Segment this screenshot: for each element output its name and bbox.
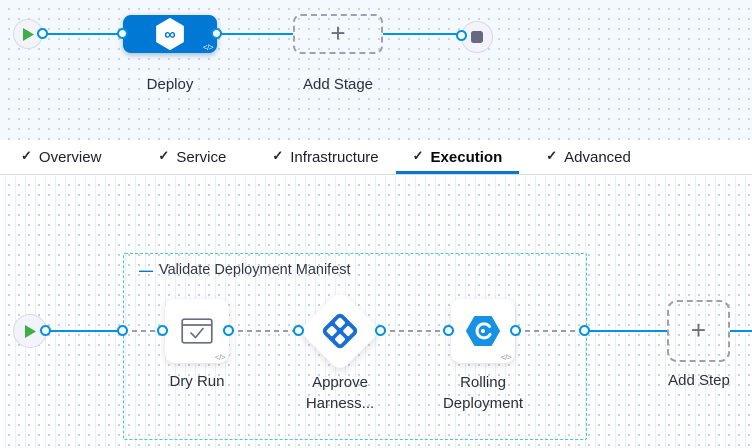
stage-graph-canvas: ∞ </> + Deploy Add Stage [0,0,752,140]
stage-label: Deploy [146,76,194,93]
tab-overview[interactable]: ✓ Overview [4,140,118,174]
stage-node-deploy[interactable]: ∞ </> [123,15,217,53]
step-label-rolling-deployment: Rolling Deployment [442,374,524,412]
port [223,325,234,336]
port [579,325,590,336]
exec-wire-d3 [381,330,449,332]
port [40,325,51,336]
stage-wire-3 [383,33,462,35]
harness-hexagon-infinity-icon: ∞ [156,18,184,50]
code-view-icon[interactable]: </> [214,353,226,362]
step-node-approve[interactable] [298,289,382,373]
code-view-icon[interactable]: </> [500,353,512,362]
tab-execution[interactable]: ✓ Execution [395,140,520,174]
step-group-validate-deployment-manifest [123,253,587,440]
check-icon: ✓ [412,148,424,163]
port [456,30,467,41]
tab-infrastructure[interactable]: ✓ Infrastructure [255,140,395,174]
tab-label: Infrastructure [290,148,379,166]
tab-label: Service [176,148,227,166]
exec-wire-out [730,330,752,332]
exec-wire-d2 [229,330,299,332]
play-icon [22,27,34,41]
exec-wire-d4 [516,330,585,332]
execution-graph-canvas: — Validate Deployment Manifest [0,176,752,448]
step-node-dry-run[interactable]: </> [165,299,229,363]
step-node-rolling-deployment[interactable]: </> [451,299,515,363]
stage-config-tabbar: ✓ Overview ✓ Service ✓ Infrastructure ✓ … [0,140,752,175]
tab-advanced[interactable]: ✓ Advanced [529,140,648,174]
exec-wire-addstep [585,330,667,332]
port [293,325,304,336]
port [117,325,128,336]
approval-diamonds-icon [322,313,358,349]
check-icon: ✓ [546,148,558,163]
step-label-dry-run: Dry Run [169,373,225,390]
tab-label: Overview [38,148,102,166]
check-icon: ✓ [272,148,284,163]
tab-label: Advanced [564,148,631,166]
add-step-button[interactable]: + [667,300,730,362]
play-icon [24,324,36,338]
check-icon: ✓ [21,148,32,163]
port [117,28,128,39]
exec-wire-start [46,330,123,332]
step-group-header: — Validate Deployment Manifest [139,262,351,278]
check-icon: ✓ [158,148,170,163]
port [211,28,222,39]
stage-wire-1 [43,33,123,35]
port [157,325,168,336]
code-view-icon[interactable]: </> [202,43,214,52]
add-stage-label: Add Stage [302,76,374,93]
exec-wire-d1 [123,330,163,332]
svg-text:∞: ∞ [164,26,175,43]
port [375,325,386,336]
port [443,325,454,336]
rolling-deployment-icon [466,316,500,346]
step-group-title: Validate Deployment Manifest [159,262,351,278]
plus-icon: + [690,315,707,345]
stage-wire-2 [217,33,293,35]
add-stage-button[interactable]: + [293,14,383,54]
collapse-group-icon[interactable]: — [139,262,153,278]
tab-service[interactable]: ✓ Service [141,140,243,174]
tab-label: Execution [430,148,503,166]
port [510,325,521,336]
stop-icon [471,31,483,43]
add-step-label: Add Step [668,372,730,389]
window-check-icon [181,318,213,344]
plus-icon: + [330,18,346,48]
port [37,28,48,39]
step-label-approve: Approve Harness... [305,374,375,412]
